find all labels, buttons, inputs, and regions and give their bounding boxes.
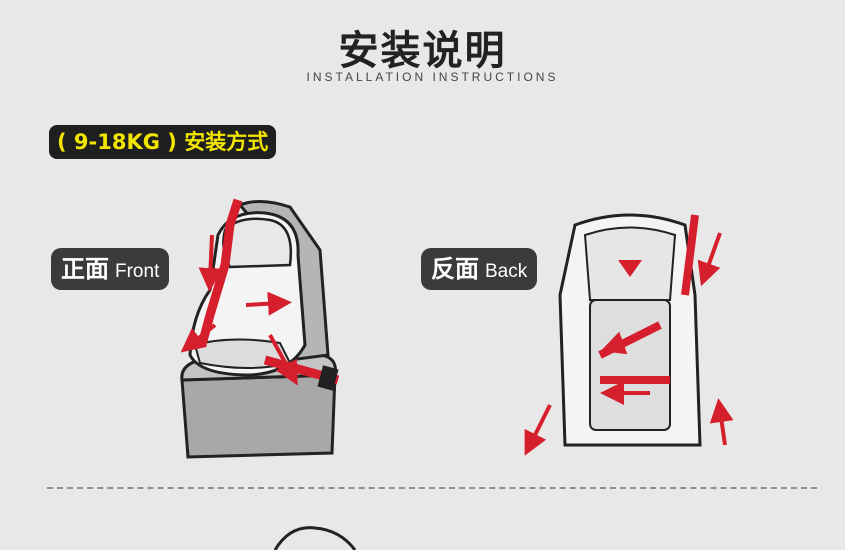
back-label-en: Back (485, 261, 528, 282)
front-view-label: 正面 Front (51, 248, 170, 290)
next-section-illustration-partial (273, 526, 357, 550)
front-label-cn: 正面 (61, 255, 109, 283)
front-seat-illustration (180, 198, 340, 459)
front-label-en: Front (115, 261, 160, 282)
page-subtitle: INSTALLATION INSTRUCTIONS (306, 70, 559, 84)
weight-section-badge: ( 9-18KG ) 安装方式 (49, 125, 277, 159)
back-label-cn: 反面 (431, 255, 479, 283)
back-seat-illustration (524, 213, 734, 456)
back-view-label: 反面 Back (421, 248, 538, 290)
section-divider (47, 487, 817, 489)
page-title: 安装说明 (338, 28, 507, 74)
